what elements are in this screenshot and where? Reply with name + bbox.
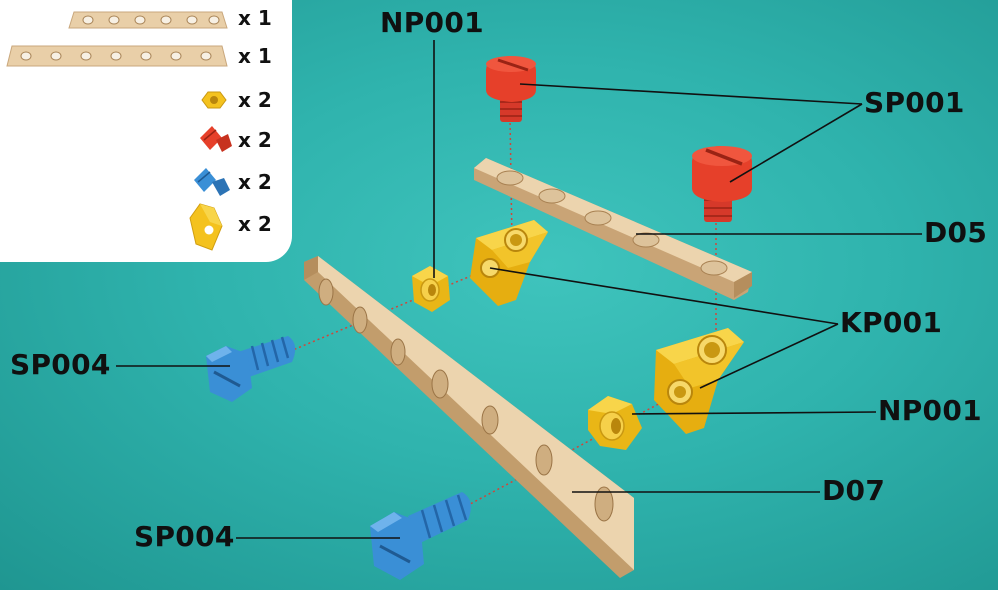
callout-sp004-bottom: SP004: [134, 520, 235, 553]
kp001-bracket-bottom: [654, 328, 744, 434]
yellow-nut-icon: [201, 91, 227, 109]
callout-np001-top: NP001: [380, 6, 484, 39]
wood-strip-5-hole-icon: [68, 11, 228, 29]
np001-quantity: x 2: [238, 88, 272, 112]
callout-kp001: KP001: [840, 306, 943, 339]
red-screw-icon: [200, 126, 232, 152]
sp001-screw-right: [692, 146, 752, 222]
callout-sp004-left: SP004: [10, 348, 111, 381]
d07-quantity: x 1: [238, 44, 272, 68]
parts-list-panel: [0, 0, 292, 262]
wood-strip-7-hole-icon: [6, 45, 228, 67]
sp004-screw-bottom: [370, 492, 471, 580]
kp001-quantity: x 2: [238, 212, 272, 236]
sp004-quantity: x 2: [238, 170, 272, 194]
np001-nut-left: [412, 266, 450, 312]
sp004-screw-left: [206, 336, 296, 402]
kp001-bracket-top: [470, 220, 548, 306]
callout-d05: D05: [924, 216, 988, 249]
d07-wood-strip: [304, 256, 634, 578]
callout-np001-right: NP001: [878, 394, 982, 427]
yellow-angle-bracket-icon: [189, 203, 223, 251]
callout-leader-lines: [116, 40, 922, 539]
callout-sp001: SP001: [864, 86, 965, 119]
blue-screw-icon: [194, 168, 230, 196]
d05-quantity: x 1: [238, 6, 272, 30]
np001-nut-right: [588, 396, 642, 450]
callout-d07: D07: [822, 474, 886, 507]
sp001-screw-top: [486, 56, 536, 122]
sp001-quantity: x 2: [238, 128, 272, 152]
d05-wood-strip: [474, 158, 752, 300]
